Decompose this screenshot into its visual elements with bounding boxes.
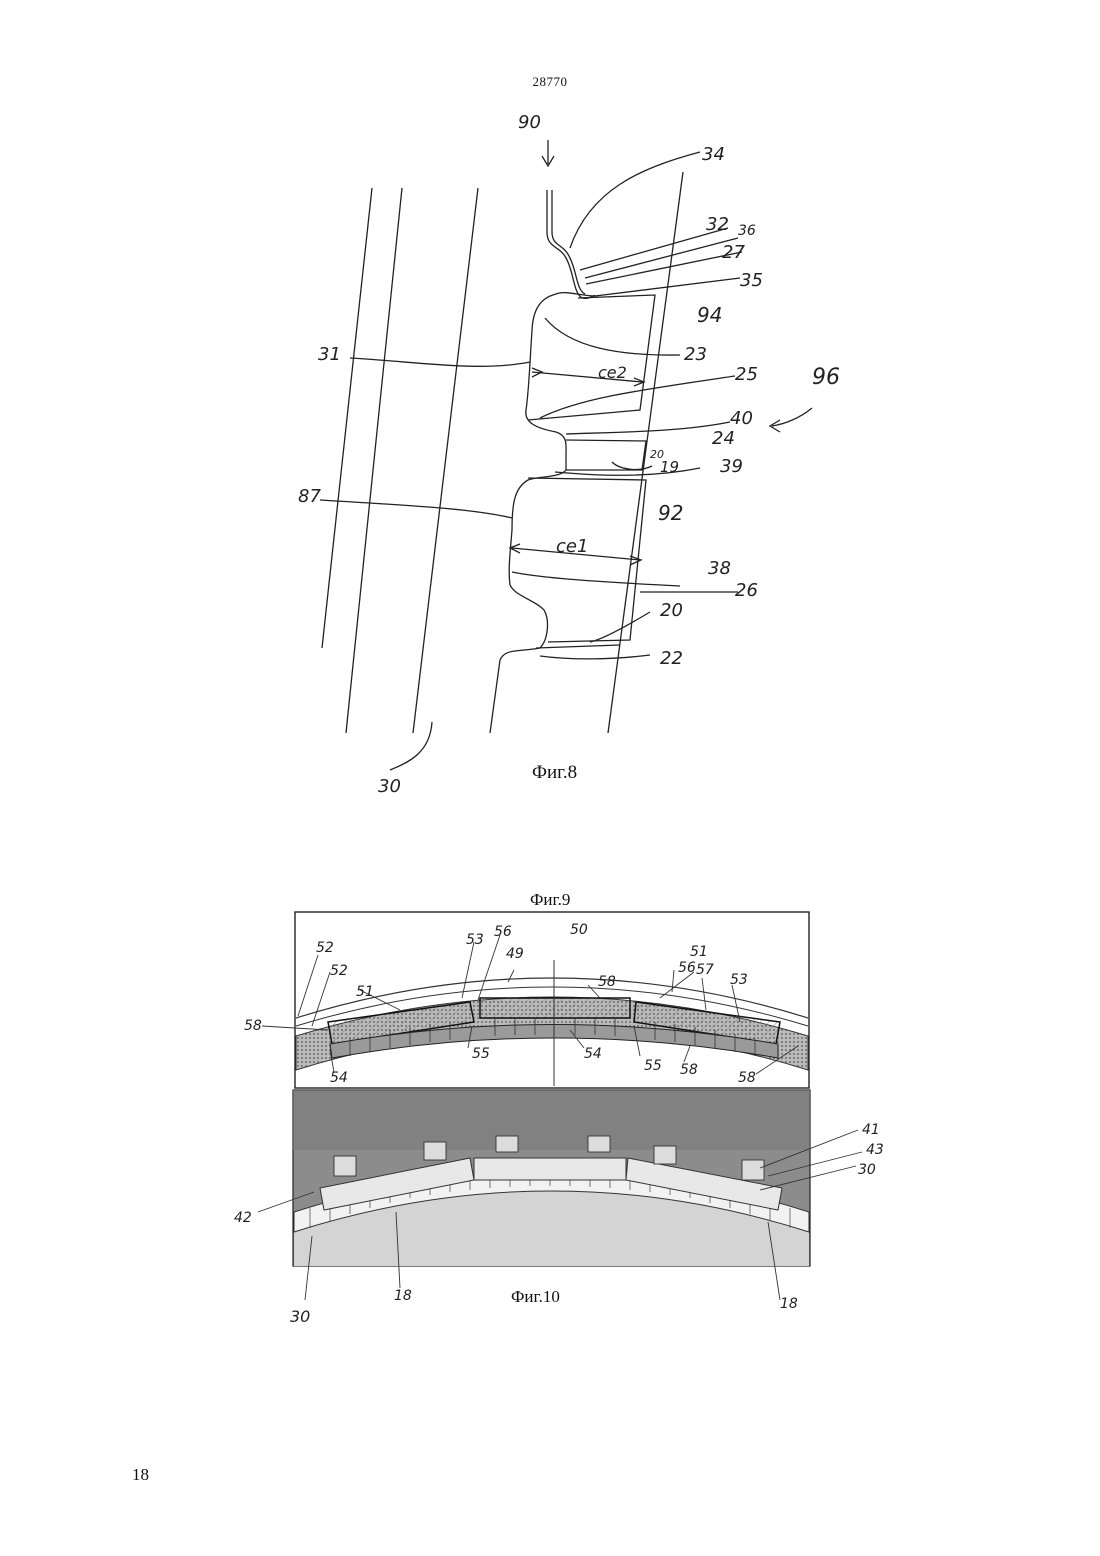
fig9-label-55b: 55 xyxy=(644,1058,662,1074)
fig9-label-50: 50 xyxy=(570,922,588,938)
fig9-label-54a: 54 xyxy=(330,1070,348,1086)
fig9-label-56a: 56 xyxy=(494,924,512,940)
fig10-label-43: 43 xyxy=(866,1142,884,1158)
fig10-label-41: 41 xyxy=(862,1122,880,1138)
fig9-label-57: 57 xyxy=(696,962,714,978)
fig10-label-18b: 18 xyxy=(780,1296,798,1312)
fig9-label-58c: 58 xyxy=(680,1062,698,1078)
fig9-label-53a: 53 xyxy=(466,932,484,948)
fig9-block-center xyxy=(480,998,630,1018)
fig9-label-51a: 51 xyxy=(356,984,374,1000)
fig9-label-58b: 58 xyxy=(598,974,616,990)
fig10-label-30a: 30 xyxy=(858,1162,876,1178)
fig9-label-58a: 58 xyxy=(244,1018,262,1034)
figure-10-caption: Фиг.10 xyxy=(511,1287,560,1307)
page-number: 18 xyxy=(132,1465,149,1485)
fig9-label-52a: 52 xyxy=(316,940,334,956)
fig9-label-55a: 55 xyxy=(472,1046,490,1062)
fig9-label-54b: 54 xyxy=(584,1046,602,1062)
fig9-label-49: 49 xyxy=(506,946,524,962)
fig9-label-51b: 51 xyxy=(690,944,708,960)
fig10-photo-shade xyxy=(293,1090,810,1150)
fig9-label-56b: 56 xyxy=(678,960,696,976)
fig10-label-18a: 18 xyxy=(394,1288,412,1304)
fig10-label-30b: 30 xyxy=(290,1307,310,1326)
fig10-segment-center xyxy=(474,1158,626,1180)
fig9-label-52b: 52 xyxy=(330,963,348,979)
fig10-label-42: 42 xyxy=(234,1210,252,1226)
fig9-label-53b: 53 xyxy=(730,972,748,988)
fig9-label-58d: 58 xyxy=(738,1070,756,1086)
